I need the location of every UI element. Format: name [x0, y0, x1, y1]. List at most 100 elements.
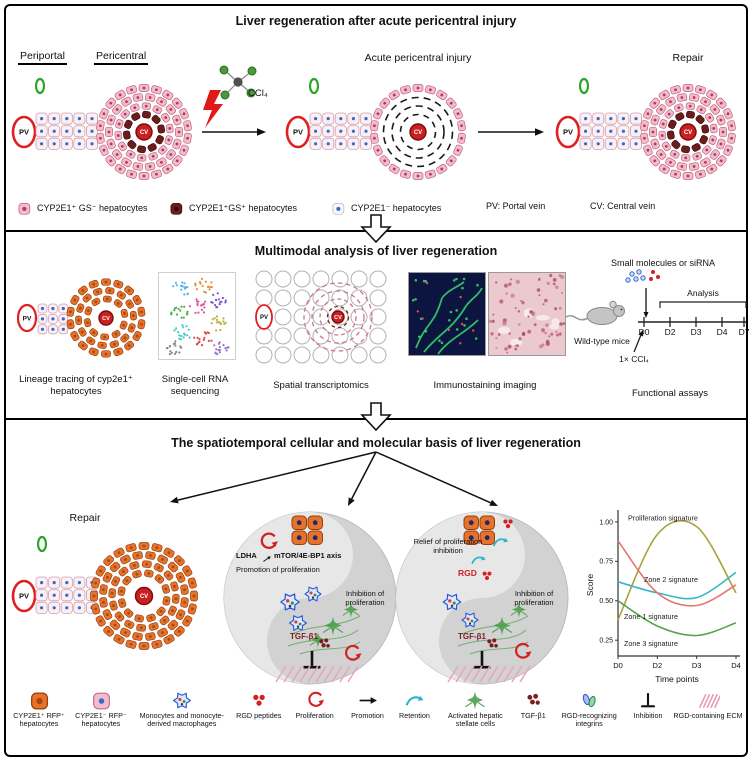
legend-label: CV: Central vein [590, 201, 656, 211]
liver-unit-healthy: PV CV [11, 77, 192, 180]
down-arrow-2-icon [360, 402, 392, 431]
legend-label: RGD peptides [236, 711, 282, 720]
immunostain-image-pink [488, 272, 566, 356]
legend-label: Retention [399, 711, 430, 720]
analysis-label: Analysis [687, 288, 719, 298]
svg-text:D3: D3 [692, 661, 702, 670]
legend-label: Inhibition [633, 711, 663, 720]
svg-text:PV: PV [19, 128, 29, 137]
panel2-decorations [565, 269, 747, 353]
rgd-peptides-icon [252, 694, 265, 706]
svg-text:PV: PV [563, 128, 573, 137]
svg-text:CV: CV [140, 130, 148, 136]
panel3-title: The spatiotemporal cellular and molecula… [171, 436, 581, 450]
legend-label: CYP2E1⁺GS⁺ hepatocytes [189, 203, 298, 213]
legend-item-ecm: RGD-containing ECM [672, 690, 744, 720]
svg-text:CV: CV [140, 594, 148, 600]
pericentral-label: Pericentral [94, 50, 149, 66]
svg-text:PV: PV [19, 592, 29, 601]
down-arrow-1-icon [360, 214, 392, 243]
legend-item-tgfb: TGF-β1 [513, 690, 553, 720]
caption-scrnaseq: Single-cell RNA sequencing [161, 374, 229, 397]
legend-item-rgd-peptides: RGD peptides [233, 690, 285, 720]
small-molecules-label: Small molecules or siRNA [610, 258, 716, 268]
legend-item-macrophages: Monocytes and monocyte-derived macrophag… [132, 690, 232, 729]
integrins-icon [582, 693, 596, 708]
svg-text:D4: D4 [731, 661, 741, 670]
caption-functional: Functional assays [631, 388, 709, 399]
caption-spatial: Spatial transcriptomics [273, 380, 369, 391]
stellate-cell-icon [465, 691, 486, 710]
legend-item-pv: PV: Portal vein [486, 201, 545, 211]
legend-item-rfp-pos: CYP2E1⁺ RFP⁺ hepatocytes [8, 690, 70, 729]
orange-hepatocyte-icon [31, 692, 49, 710]
svg-text:Proliferation signature: Proliferation signature [628, 514, 698, 523]
tgfb1-label-2: TGF-β1 [458, 632, 486, 641]
svg-text:Zone 3 signature: Zone 3 signature [624, 639, 678, 648]
ldha-label: LDHA [236, 551, 257, 560]
dark-hepatocyte-icon [170, 203, 183, 215]
negative-hepatocyte-icon [332, 203, 345, 215]
liver-unit-lineage-repair: PV CV [11, 535, 198, 650]
periportal-label: Periportal [18, 50, 67, 66]
legend-label: PV: Portal vein [486, 201, 546, 211]
legend-item-cv: CV: Central vein [590, 201, 655, 211]
repair-label-panel1: Repair [672, 52, 704, 64]
repair-label-panel3: Repair [69, 512, 101, 524]
timepoint-d2: D2 [664, 327, 676, 337]
legend-label: CYP2E1⁻ RFP⁻ hepatocytes [75, 711, 127, 729]
svg-text:Zone 1 signature: Zone 1 signature [624, 612, 678, 621]
legend-item-integrins: RGD-recognizing integrins [554, 690, 624, 729]
svg-text:Zone 2 signature: Zone 2 signature [644, 575, 698, 584]
legend-item-rfp-neg: CYP2E1⁻ RFP⁻ hepatocytes [71, 690, 131, 729]
legend-label: CYP2E1⁺ RFP⁺ hepatocytes [13, 711, 65, 729]
pink-hepatocyte-icon [93, 692, 110, 710]
immunostain-image-green [408, 272, 486, 356]
svg-text:PV: PV [23, 315, 32, 322]
acute-injury-label: Acute pericentral injury [364, 52, 472, 64]
legend-item-proliferation: Proliferation [286, 690, 344, 720]
legend-label: CYP2E1⁻ hepatocytes [351, 203, 442, 213]
ecm-hatch-icon [698, 693, 720, 709]
legend-label: CYP2E1⁺ GS⁻ hepatocytes [37, 203, 148, 213]
svg-text:1.00: 1.00 [599, 519, 613, 526]
legend-label: Monocytes and monocyte-derived macrophag… [139, 711, 224, 729]
legend-item-cyp2e1-gs-neg: CYP2E1⁺ GS⁻ hepatocytes [16, 201, 148, 216]
svg-text:0.50: 0.50 [599, 598, 613, 605]
promotion-arrow-icon [359, 697, 377, 704]
svg-text:0.25: 0.25 [599, 638, 613, 645]
timepoint-d4: D4 [716, 327, 728, 337]
macrophage-icon [172, 692, 191, 709]
svg-text:D2: D2 [653, 661, 663, 670]
svg-text:0.75: 0.75 [599, 559, 613, 566]
inhibition-symbol-icon [641, 693, 655, 708]
bottom-legend: CYP2E1⁺ RFP⁺ hepatocytes CYP2E1⁻ RFP⁻ he… [8, 690, 744, 729]
panel2-title: Multimodal analysis of liver regeneratio… [254, 244, 498, 258]
panel1-title: Liver regeneration after acute pericentr… [235, 14, 517, 28]
proliferation-arrow-icon [307, 691, 324, 707]
legend-item-inhibition: Inhibition [625, 690, 671, 720]
legend-item-retention: Retention [391, 690, 437, 720]
inhibition-of-proliferation-label-2: Inhibition of proliferation [514, 589, 554, 607]
svg-text:Score: Score [585, 574, 595, 596]
promotion-of-proliferation-label: Promotion of proliferation [236, 565, 320, 574]
legend-label: Promotion [351, 711, 384, 720]
umap-plot [158, 272, 236, 360]
retention-arrow-icon [406, 695, 424, 706]
timepoint-d3: D3 [690, 327, 702, 337]
legend-label: RGD-containing ECM [673, 711, 743, 720]
tgfb1-label-1: TGF-β1 [290, 632, 318, 641]
timepoint-d7: D7 [738, 327, 750, 337]
timepoint-d0: D0 [638, 327, 650, 337]
legend-label: Proliferation [295, 711, 334, 720]
svg-text:D0: D0 [613, 661, 623, 670]
svg-text:CV: CV [414, 130, 422, 136]
panel1-decorations [202, 65, 544, 136]
svg-text:Time points: Time points [655, 674, 699, 684]
legend-item-cyp2e1-gs-pos: CYP2E1⁺GS⁺ hepatocytes [168, 201, 297, 216]
